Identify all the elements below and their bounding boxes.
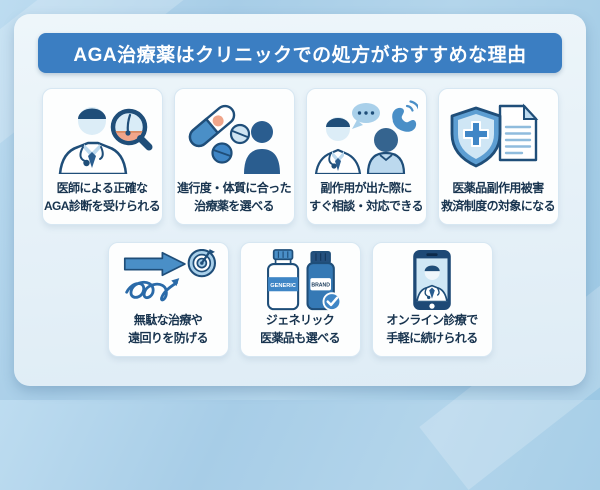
doctor-consult-icon xyxy=(314,100,418,174)
benefit-cards-row-2: 無駄な治療や 遠回りを防げる GENERIC xyxy=(0,242,600,357)
check-icon xyxy=(322,291,342,311)
brand-label: BRAND xyxy=(311,282,330,288)
generic-brand-bottles-icon: GENERIC BRAND xyxy=(267,248,342,311)
online-doctor-phone-icon xyxy=(413,249,451,310)
card-avoid-waste: 無駄な治療や 遠回りを防げる xyxy=(107,242,229,357)
card-accurate-diagnosis: 医師による正確な AGA診断を受けられる xyxy=(41,88,163,225)
card-online-care: オンライン診療で 手軽に続けられる xyxy=(371,242,493,357)
generic-bottle-icon: GENERIC xyxy=(267,248,300,310)
card-label: 副作用が出た際に すぐ相談・対応できる xyxy=(309,181,423,213)
infographic-page: { "title": "AGA治療薬はクリニックでの処方がおすすめな理由", "… xyxy=(0,0,600,400)
card-label: 進行度・体質に合った 治療薬を選べる xyxy=(176,181,292,213)
doctor-magnifier-icon xyxy=(58,106,153,174)
generic-label: GENERIC xyxy=(270,283,296,289)
card-suitable-medication: 進行度・体質に合った 治療薬を選べる xyxy=(173,88,295,225)
card-label: 無駄な治療や 遠回りを防げる xyxy=(128,313,208,345)
arrow-target-icon xyxy=(123,248,216,301)
shield-cross-icon xyxy=(450,106,502,168)
shield-document-icon xyxy=(450,103,539,168)
benefit-cards-row-1: 医師による正確な AGA診断を受けられる 進行度・体質に合った 治 xyxy=(0,88,600,225)
pills-person-icon xyxy=(188,104,280,174)
video-doctor-icon xyxy=(416,264,448,302)
page-title: AGA治療薬はクリニックでの処方がおすすめな理由 xyxy=(73,44,527,66)
phone-call-icon xyxy=(392,100,418,132)
card-label: 医薬品副作用被害 救済制度の対象になる xyxy=(440,181,556,213)
card-side-effect-consult: 副作用が出た際に すぐ相談・対応できる xyxy=(305,88,427,225)
card-generic-available: GENERIC BRAND ジェネリック 医薬品も選べる xyxy=(239,242,361,357)
arrow-icon xyxy=(123,251,186,276)
tangled-line-icon xyxy=(125,277,180,301)
card-label: オンライン診療で 手軽に続けられる xyxy=(386,313,478,345)
target-icon xyxy=(187,248,216,277)
card-label: 医師による正確な AGA診断を受けられる xyxy=(43,181,161,213)
document-icon xyxy=(498,103,539,161)
card-relief-system: 医薬品副作用被害 救済制度の対象になる xyxy=(437,88,559,225)
title-banner: AGA治療薬はクリニックでの処方がおすすめな理由 xyxy=(38,33,562,73)
card-label: ジェネリック 医薬品も選べる xyxy=(260,313,340,345)
